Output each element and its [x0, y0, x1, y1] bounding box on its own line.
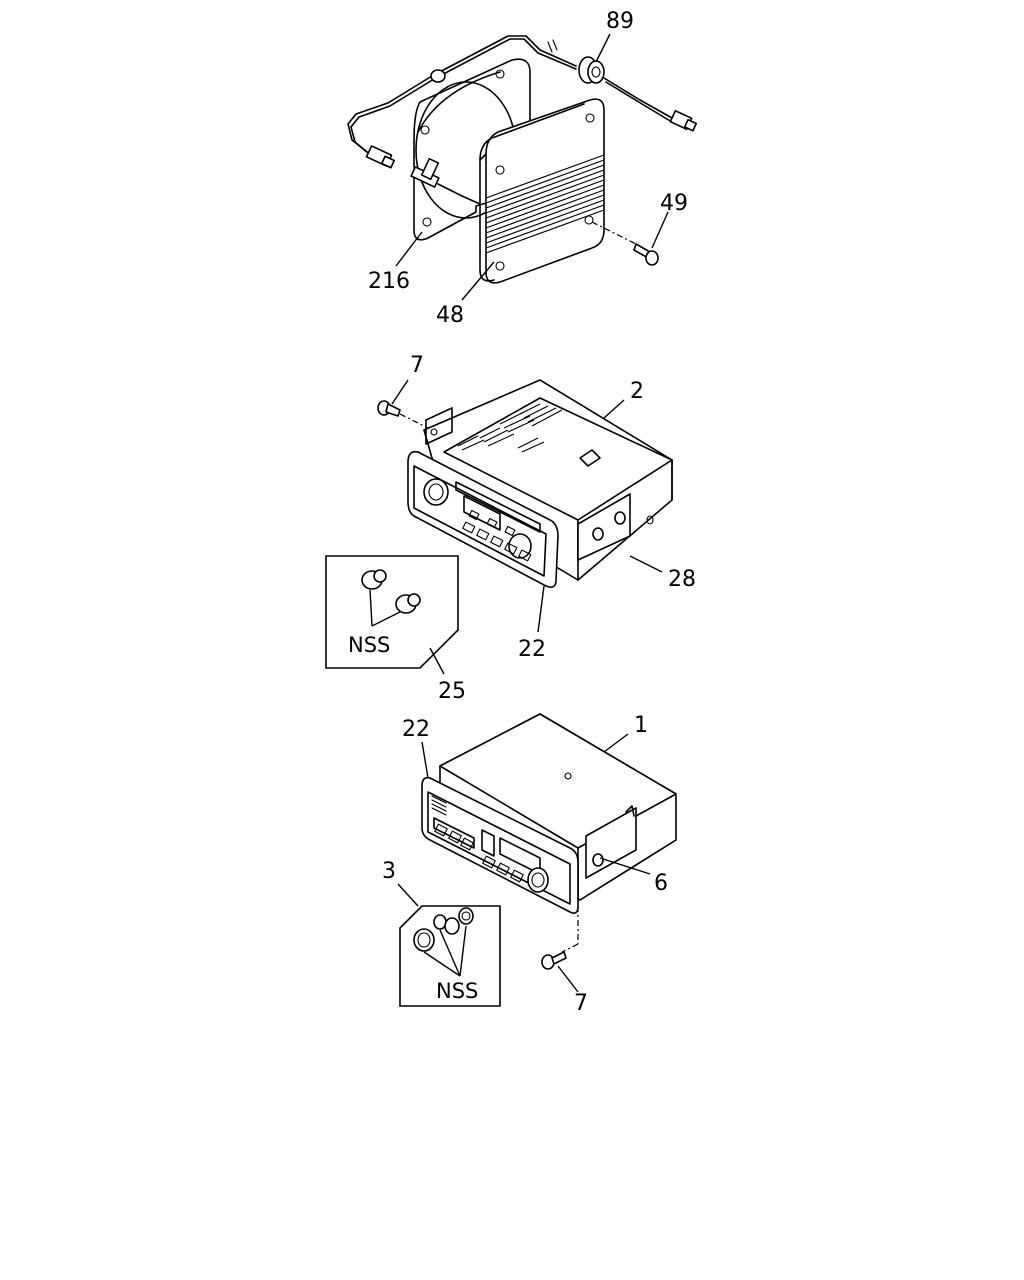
- callout-49: 49: [651, 191, 688, 249]
- callout-6-label: 6: [654, 871, 668, 896]
- callout-28-label: 28: [668, 567, 696, 592]
- callout-22-middle: 22: [518, 585, 546, 662]
- screw-49: [591, 221, 659, 266]
- knob-part-b: [395, 593, 421, 614]
- knob-part-a: [361, 569, 387, 590]
- callout-22-lower: 22: [402, 717, 430, 779]
- nss-label-lower: NSS: [436, 979, 478, 1003]
- grommet-89: [578, 56, 605, 84]
- knob-set: [413, 907, 474, 952]
- speaker-wire-harness: [347, 35, 698, 169]
- callout-25-label: 25: [438, 679, 466, 704]
- callout-22-lower-label: 22: [402, 717, 430, 742]
- callout-216-label: 216: [368, 269, 410, 294]
- callout-1: 1: [603, 713, 648, 753]
- screw-7-lower: [541, 906, 579, 970]
- radio-faceplate-22: [407, 450, 559, 588]
- callout-22-middle-label: 22: [518, 637, 546, 662]
- callout-49-label: 49: [660, 191, 688, 216]
- callout-3: 3: [382, 859, 419, 907]
- callout-7-upper: 7: [391, 353, 424, 405]
- callout-48-label: 48: [436, 303, 464, 328]
- nss-label-upper: NSS: [348, 633, 390, 657]
- callout-1-label: 1: [634, 713, 648, 738]
- screw-7-upper: [377, 400, 429, 429]
- nss-box-25: NSS: [325, 555, 459, 669]
- callout-89-label: 89: [606, 9, 634, 34]
- faceplate-grille: [431, 795, 447, 816]
- callout-216: 216: [368, 231, 423, 294]
- callout-28: 28: [629, 555, 696, 592]
- callout-2-label: 2: [630, 379, 644, 404]
- callout-3-label: 3: [382, 859, 396, 884]
- callout-25: 25: [429, 647, 466, 704]
- callout-6: 6: [599, 857, 668, 896]
- speaker-grille-48: [479, 98, 605, 284]
- callout-48: 48: [436, 261, 495, 328]
- vent-slots: [457, 403, 563, 453]
- callout-7-lower-label: 7: [574, 991, 588, 1016]
- nss-box-3: NSS: [399, 905, 501, 1007]
- callout-7-lower: 7: [557, 965, 588, 1016]
- callout-2: 2: [603, 379, 644, 419]
- callout-89: 89: [595, 9, 634, 63]
- callout-7-upper-label: 7: [410, 353, 424, 378]
